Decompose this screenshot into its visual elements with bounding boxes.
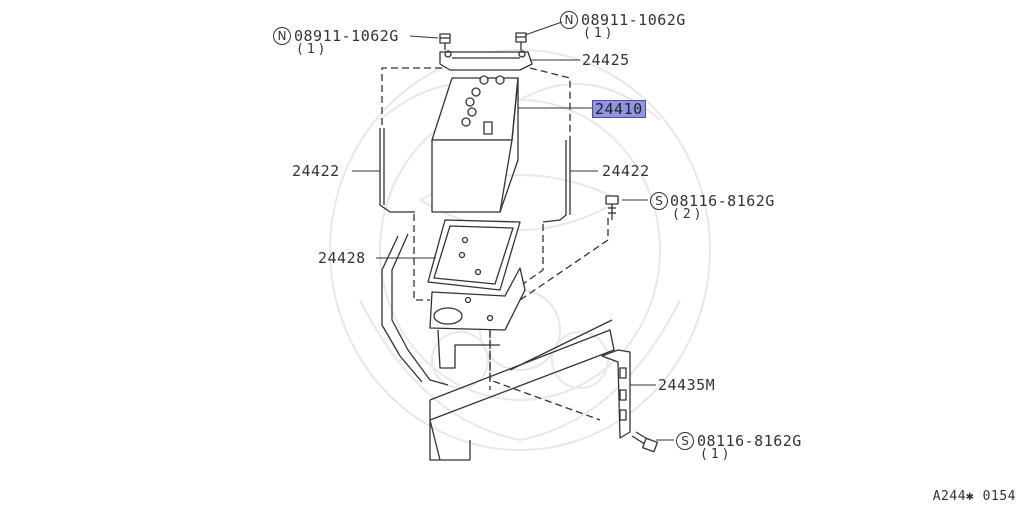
battery-box <box>431 75 519 213</box>
battery-label-highlighted[interactable]: 24410 <box>592 100 646 118</box>
leader-lines <box>352 21 674 441</box>
bolt-upper-part-label: 08116-8162G <box>670 192 775 210</box>
side-bracket <box>601 349 631 439</box>
nut-right <box>515 32 527 50</box>
rod-left <box>379 128 415 213</box>
nut-left-qty-label: (1) <box>296 42 329 57</box>
diagram-reference-code: A244✱ 0154 <box>932 489 1016 504</box>
nut-left-part-label: 08911-1062G <box>294 27 399 45</box>
nut-symbol-right: N <box>560 11 578 29</box>
rod-left-label: 24422 <box>292 162 340 180</box>
tray-bracket <box>429 267 526 369</box>
nut-right-qty-label: (1) <box>583 26 616 41</box>
hold-down-frame <box>439 50 533 71</box>
bolt-lower-qty-label: (1) <box>700 447 733 462</box>
bolt-lower-part-label: 08116-8162G <box>697 432 802 450</box>
bolt-lower <box>631 431 658 453</box>
tray-label: 24428 <box>318 249 366 267</box>
watermark-emblem <box>329 49 711 451</box>
screw-symbol-lower: S <box>676 432 694 450</box>
nut-right-part-label: 08911-1062G <box>581 11 686 29</box>
rod-right-label: 24422 <box>602 162 650 180</box>
body-panel <box>381 233 615 461</box>
bracket-label: 24435M <box>658 376 716 394</box>
bolt-upper <box>605 195 619 220</box>
battery-tray <box>427 219 521 291</box>
rod-right <box>542 140 571 223</box>
hold-frame-label: 24425 <box>582 51 630 69</box>
nut-symbol-left: N <box>273 27 291 45</box>
nut-left <box>439 33 451 50</box>
screw-symbol-upper: S <box>650 192 668 210</box>
bolt-upper-qty-label: (2) <box>672 207 705 222</box>
